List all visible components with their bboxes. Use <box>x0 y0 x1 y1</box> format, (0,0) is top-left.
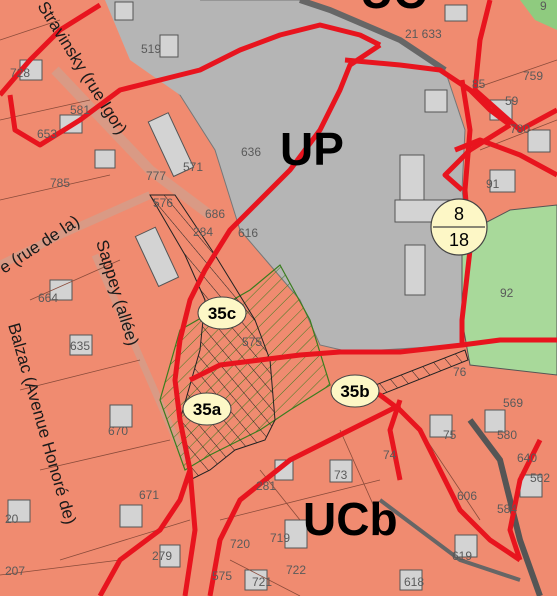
parcel-91: 91 <box>486 177 500 191</box>
parcel-671: 671 <box>139 488 159 502</box>
fraction-denominator: 18 <box>449 230 469 250</box>
parcel-633: 21 633 <box>405 27 442 41</box>
parcel-636: 636 <box>241 145 261 159</box>
parcel-85: 85 <box>472 77 486 91</box>
parcel-9: 9 <box>540 0 547 13</box>
parcel-719: 719 <box>270 531 290 545</box>
parcel-74: 74 <box>383 448 397 462</box>
parcel-569: 569 <box>503 396 523 410</box>
parcel-785: 785 <box>50 176 70 190</box>
parcel-635: 635 <box>70 339 90 353</box>
parcel-279: 279 <box>152 549 172 563</box>
parcel-580: 580 <box>497 428 517 442</box>
parcel-519: 519 <box>141 42 161 56</box>
parcel-76: 76 <box>453 365 467 379</box>
road-bottom <box>378 498 521 582</box>
parcel-562: 562 <box>530 471 550 485</box>
parcel-759: 759 <box>523 69 543 83</box>
parcel-numbers: 519 21 633 728 581 653 785 636 571 777 5… <box>5 0 550 589</box>
zone-label-ucb: UCb <box>303 493 398 545</box>
parcel-92: 92 <box>500 286 514 300</box>
parcel-606: 606 <box>457 489 477 503</box>
parcel-575b: 575 <box>212 569 232 583</box>
sector-badge-35b[interactable]: 35b <box>330 374 380 408</box>
parcel-59: 59 <box>505 94 519 108</box>
parcel-575: 575 <box>242 335 262 349</box>
parcel-281: 281 <box>256 479 276 493</box>
parcel-584: 584 <box>497 502 517 516</box>
sector-label-35a: 35a <box>193 400 222 419</box>
parcel-616: 616 <box>238 226 258 240</box>
parcel-20: 20 <box>5 512 19 526</box>
parcel-722: 722 <box>286 563 306 577</box>
sector-label-35b: 35b <box>340 382 369 401</box>
parcel-686: 686 <box>205 207 225 221</box>
parcel-618: 618 <box>404 575 424 589</box>
fraction-numerator: 8 <box>454 204 464 224</box>
parcel-284: 284 <box>193 225 213 239</box>
road-rue-de-la <box>0 191 152 269</box>
parcel-721: 721 <box>252 575 272 589</box>
sector-label-35c: 35c <box>208 304 236 323</box>
parcel-207: 207 <box>5 564 25 578</box>
road-right <box>467 418 543 596</box>
parcel-728: 728 <box>10 66 30 80</box>
parcel-581: 581 <box>70 103 90 117</box>
parcel-653: 653 <box>37 127 57 141</box>
parcel-576: 576 <box>153 196 173 210</box>
sector-badge-35a[interactable]: 35a <box>182 392 232 426</box>
parcel-777: 777 <box>146 169 166 183</box>
parcel-780: 780 <box>510 122 530 136</box>
parcel-619: 619 <box>452 549 472 563</box>
zone-label-uc-partial: UC <box>360 0 426 18</box>
gray-outline-up <box>299 0 447 73</box>
parcel-75: 75 <box>443 428 457 442</box>
parcel-73: 73 <box>334 468 348 482</box>
green-zone-top <box>520 0 557 30</box>
parcel-664: 664 <box>38 291 58 305</box>
parcel-640: 640 <box>517 451 537 465</box>
density-fraction-badge[interactable]: 8 18 <box>430 198 488 256</box>
parcel-571: 571 <box>183 160 203 174</box>
parcel-670: 670 <box>108 424 128 438</box>
parcel-720: 720 <box>230 537 250 551</box>
sector-badge-35c[interactable]: 35c <box>197 296 247 330</box>
road-left-diagonal <box>51 66 213 219</box>
zone-label-up: UP <box>280 123 344 175</box>
